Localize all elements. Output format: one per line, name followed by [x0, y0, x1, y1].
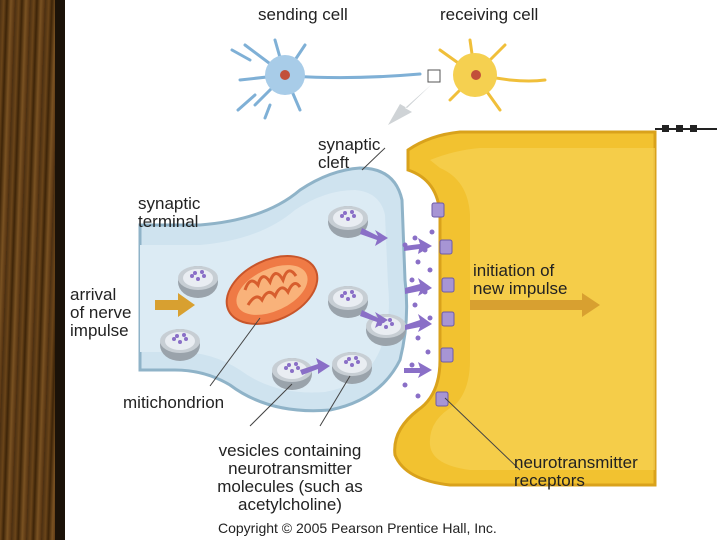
decorative-dot — [690, 125, 697, 132]
label-synaptic-cleft: synaptic cleft — [318, 135, 381, 172]
label-receptors: neurotransmitter receptors — [514, 453, 638, 490]
label-synaptic-terminal: synaptic terminal — [138, 194, 201, 231]
label-arrival: arrival of nerve impulse — [70, 285, 132, 340]
neurotransmitter-molecules — [402, 229, 435, 399]
decorative-dot — [676, 125, 683, 132]
wood-border — [0, 0, 55, 540]
label-sending-cell: sending cell — [258, 5, 348, 24]
decorative-dot — [662, 125, 669, 132]
receiving-neuron — [427, 38, 547, 112]
vesicles — [160, 206, 406, 390]
label-initiation: initiation of new impulse — [473, 261, 568, 298]
arrival-arrow — [155, 293, 195, 317]
zoom-arrow — [388, 84, 432, 125]
copyright-text: Copyright © 2005 Pearson Prentice Hall, … — [218, 520, 497, 536]
wood-border-edge — [55, 0, 65, 540]
release-arrows — [300, 228, 432, 378]
label-receiving-cell: receiving cell — [440, 5, 539, 24]
sending-neuron — [230, 38, 422, 120]
new-impulse-arrow — [470, 293, 600, 317]
label-vesicles: vesicles containing neurotransmitter mol… — [217, 441, 363, 514]
receptors — [431, 202, 455, 407]
label-mitochondrion: mitichondrion — [123, 393, 225, 412]
mitochondrion — [225, 255, 319, 325]
leader-lines — [209, 147, 521, 471]
decorative-line — [655, 128, 717, 130]
